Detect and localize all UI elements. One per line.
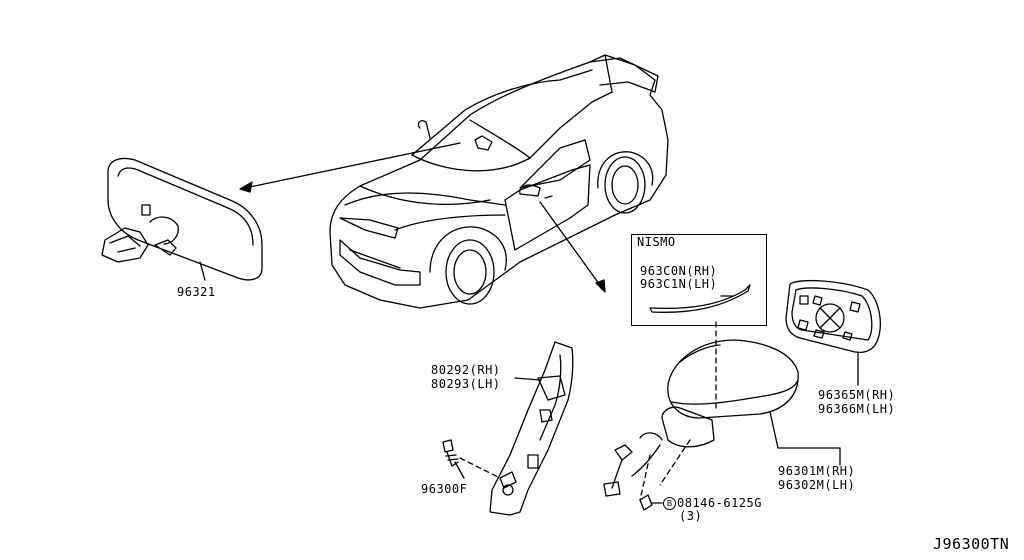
nismo-part-lh: 963C1N(LH): [640, 277, 718, 291]
arrow-to-door-mirror: [539, 201, 606, 293]
nismo-part-rh: 963C0N(RH): [640, 264, 718, 278]
part-label-corner-finisher-rh: 80292(RH): [431, 363, 501, 377]
mirror-glass-icon: [785, 279, 881, 386]
part-label-inner-mirror: 96321: [177, 285, 216, 299]
part-label-bolt-qty: (3): [679, 509, 703, 523]
screw-icon: [442, 439, 459, 467]
part-label-mirror-assy-lh: 96302M(LH): [778, 478, 856, 492]
dashed-leaders: [459, 321, 717, 501]
part-label-glass-lh: 96366M(LH): [818, 402, 896, 416]
part-label-corner-finisher-lh: 80293(LH): [431, 377, 501, 391]
nismo-strip-icon: [649, 284, 751, 313]
nismo-title: NISMO: [637, 235, 676, 249]
arrow-to-inner-mirror: [239, 142, 461, 193]
car-outline-icon: [329, 54, 669, 309]
part-label-mirror-assy-rh: 96301M(RH): [778, 464, 856, 478]
nismo-callout-box: [631, 234, 767, 326]
door-mirror-icon: [603, 339, 799, 511]
leader-lines: [454, 377, 841, 479]
part-label-screw: 96300F: [421, 482, 468, 496]
part-label-bolt: 08146-6125G: [677, 496, 762, 510]
diagram-id: J96300TN: [933, 535, 1010, 553]
part-label-glass-rh: 96365M(RH): [818, 388, 896, 402]
rearview-mirror-icon: [101, 157, 263, 281]
corner-finisher-icon: [489, 341, 574, 516]
bolt-icon: B: [663, 497, 676, 510]
